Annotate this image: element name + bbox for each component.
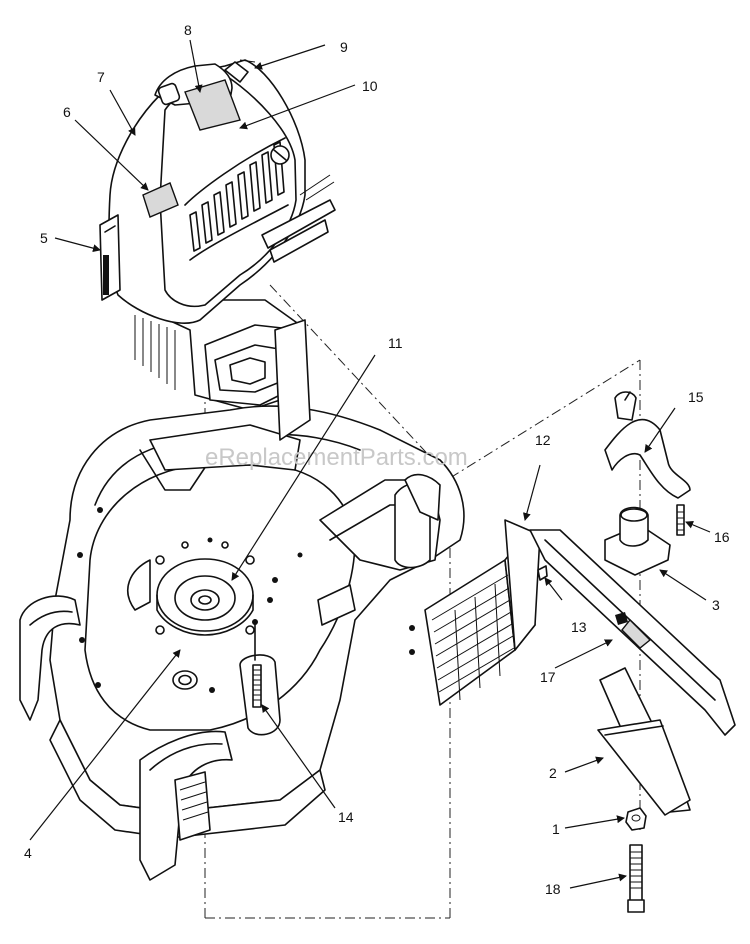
callout-14: 14 [338,809,354,825]
callout-17: 17 [540,669,556,685]
discharge-chute [409,519,548,706]
callout-3: 3 [712,597,720,613]
callout-1: 1 [552,821,560,837]
callout-2: 2 [549,765,557,781]
engine-assembly [99,59,336,411]
callout-11: 11 [388,335,403,351]
callout-leaders [29,39,711,889]
callout-12: 12 [535,432,551,448]
callout-13: 13 [571,619,587,635]
callout-6: 6 [63,104,71,120]
part-2-mulching-blade [597,667,691,816]
callout-9: 9 [340,39,348,55]
part-17-blade [529,529,736,736]
part-15-clamp [604,391,691,499]
callout-18: 18 [545,881,561,897]
callout-7: 7 [97,69,105,85]
part-18-bolt [627,844,645,913]
vent-slots [189,141,285,252]
callout-16: 16 [714,529,730,545]
watermark-text: eReplacementParts.com [205,444,468,471]
callout-10: 10 [362,78,378,94]
callout-8: 8 [184,22,192,38]
part-16-bolt [676,504,685,536]
part-1-nut [625,807,647,831]
hub-bolts [155,541,255,635]
callout-5: 5 [40,230,48,246]
callout-15: 15 [688,389,704,405]
callout-numbers: 9 10 8 7 6 5 11 12 15 16 3 13 17 2 1 18 … [24,22,730,897]
mower-deck [19,319,465,881]
part-3-blade-adapter [604,506,671,576]
callout-4: 4 [24,845,32,861]
